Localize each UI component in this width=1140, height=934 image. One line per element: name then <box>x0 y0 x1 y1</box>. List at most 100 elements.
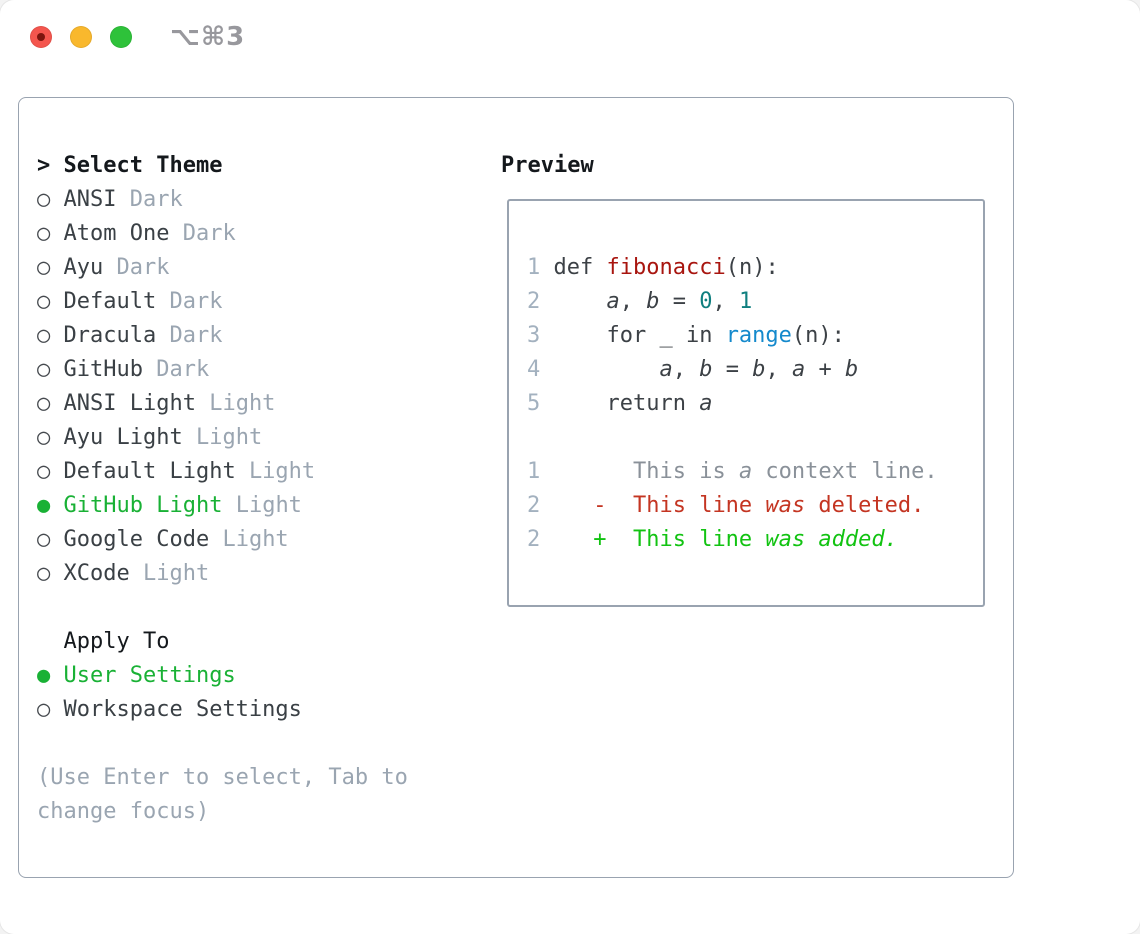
theme-list: ○ ANSI Dark○ Atom One Dark○ Ayu Dark○ De… <box>37 183 481 591</box>
code-token: a <box>791 357 806 382</box>
code-token: b <box>646 289 660 314</box>
apply-to-list: ● User Settings○ Workspace Settings <box>37 659 481 727</box>
code-token: range <box>725 323 792 348</box>
theme-name-label: Dracula <box>63 323 157 348</box>
code-token: 1 <box>738 289 753 314</box>
code-token: , <box>765 357 792 382</box>
code-token: , <box>712 289 739 314</box>
code-token: a <box>738 459 753 484</box>
apply-option-label: User Settings <box>63 663 236 688</box>
code-token: fibonacci <box>606 255 726 280</box>
line-number: 4 <box>527 357 541 382</box>
theme-variant-label: Dark <box>169 289 223 314</box>
theme-name-label: Google Code <box>63 527 210 552</box>
prompt-caret-icon: > <box>37 153 64 178</box>
theme-option-default-light[interactable]: ○ Default Light Light <box>37 455 481 489</box>
radio-icon: ○ <box>37 357 51 382</box>
radio-icon: ○ <box>37 255 51 280</box>
theme-name-label: Atom One <box>63 221 170 246</box>
main-panel: > Select Theme ○ ANSI Dark○ Atom One Dar… <box>18 97 1014 878</box>
theme-option-ansi-light[interactable]: ○ ANSI Light Light <box>37 387 481 421</box>
theme-option-dracula[interactable]: ○ Dracula Dark <box>37 319 481 353</box>
theme-variant-label: Dark <box>116 255 170 280</box>
minimize-button[interactable] <box>70 26 92 48</box>
theme-name-label: Ayu Light <box>63 425 183 450</box>
code-token: = <box>712 357 753 382</box>
radio-icon: ○ <box>37 527 51 552</box>
radio-icon: ○ <box>37 289 51 314</box>
apply-to-header: Apply To <box>37 625 481 659</box>
code-token: a <box>659 357 673 382</box>
radio-icon: ○ <box>37 391 51 416</box>
code-token: - This line <box>553 493 766 518</box>
code-token: a <box>606 289 620 314</box>
theme-name-label: Default <box>63 289 157 314</box>
theme-option-google-code[interactable]: ○ Google Code Light <box>37 523 481 557</box>
code-token: + This line <box>553 527 766 552</box>
line-number: 1 <box>527 255 541 280</box>
theme-name-label: Ayu <box>63 255 104 280</box>
code-token: a <box>699 391 713 416</box>
theme-option-ayu-light[interactable]: ○ Ayu Light Light <box>37 421 481 455</box>
code-line: 5 return a <box>527 387 983 421</box>
theme-variant-label: Light <box>209 391 276 416</box>
code-line: 2 a, b = 0, 1 <box>527 285 983 319</box>
theme-name-label: GitHub <box>63 357 143 382</box>
radio-selected-icon: ● <box>37 663 51 688</box>
theme-variant-label: Light <box>142 561 210 586</box>
code-token: This is <box>553 459 739 484</box>
theme-option-ansi[interactable]: ○ ANSI Dark <box>37 183 481 217</box>
line-number: 3 <box>527 323 541 348</box>
radio-icon: ○ <box>37 697 51 722</box>
code-line: 3 for _ in range(n): <box>527 319 983 353</box>
theme-option-default[interactable]: ○ Default Dark <box>37 285 481 319</box>
theme-variant-label: Dark <box>169 323 223 348</box>
code-token: (n): <box>725 255 779 280</box>
radio-icon: ○ <box>37 561 51 586</box>
close-button[interactable] <box>30 26 52 48</box>
line-number: 5 <box>527 391 541 416</box>
code-token: for _ in <box>553 323 726 348</box>
theme-name-label: Default Light <box>63 459 236 484</box>
apply-to-title: Apply To <box>63 629 170 654</box>
theme-option-ayu[interactable]: ○ Ayu Dark <box>37 251 481 285</box>
theme-variant-label: Light <box>222 527 289 552</box>
code-token: context line. <box>752 459 938 484</box>
theme-name-label: XCode <box>63 561 130 586</box>
code-line <box>527 421 983 455</box>
theme-option-github[interactable]: ○ GitHub Dark <box>37 353 481 387</box>
line-number: 1 <box>527 459 541 484</box>
code-token: was <box>765 527 806 552</box>
theme-variant-label: Dark <box>156 357 210 382</box>
radio-icon: ○ <box>37 425 51 450</box>
code-token: , <box>619 289 647 314</box>
spacer <box>37 591 481 625</box>
apply-option-workspace-settings[interactable]: ○ Workspace Settings <box>37 693 481 727</box>
apply-option-label: Workspace Settings <box>63 697 302 722</box>
theme-variant-label: Dark <box>182 221 236 246</box>
code-token: b <box>844 357 859 382</box>
theme-selector-header: > Select Theme <box>37 149 481 183</box>
apply-option-user-settings[interactable]: ● User Settings <box>37 659 481 693</box>
window-title: ⌥⌘3 <box>170 22 246 52</box>
theme-variant-label: Dark <box>129 187 183 212</box>
theme-selector-title: Select Theme <box>63 153 223 178</box>
theme-variant-label: Light <box>248 459 316 484</box>
theme-option-atom-one[interactable]: ○ Atom One Dark <box>37 217 481 251</box>
code-token: deleted. <box>805 493 925 518</box>
code-token: , <box>672 357 700 382</box>
code-token: 0 <box>699 289 713 314</box>
code-token: (n): <box>791 323 845 348</box>
theme-option-xcode[interactable]: ○ XCode Light <box>37 557 481 591</box>
radio-icon: ○ <box>37 323 51 348</box>
code-line: 1 This is a context line. <box>527 455 983 489</box>
hint-text: (Use Enter to select, Tab to change focu… <box>37 765 408 824</box>
theme-variant-label: Light <box>195 425 263 450</box>
zoom-button[interactable] <box>110 26 132 48</box>
code-token <box>554 289 607 314</box>
theme-option-github-light[interactable]: ● GitHub Light Light <box>37 489 481 523</box>
code-token: added. <box>818 527 898 552</box>
